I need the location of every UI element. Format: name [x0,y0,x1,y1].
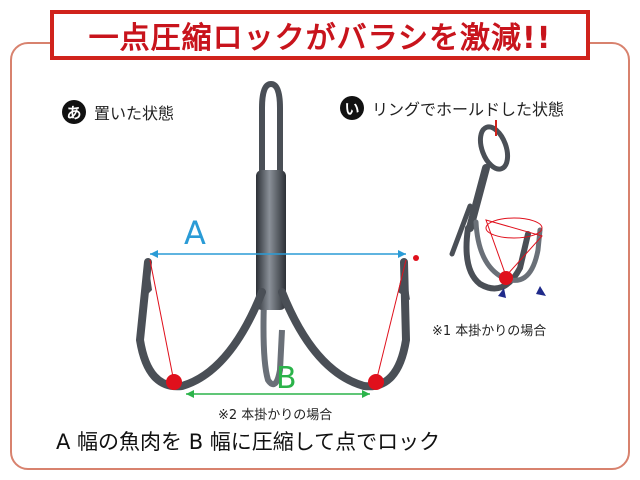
caption-text: A 幅の魚肉を B 幅に圧縮して点でロック [56,430,441,454]
ring-held-hook-illustration [449,120,546,298]
note-double-hook: ※2 本掛かりの場合 [218,408,333,423]
state-a-label: あ 置いた状態 [62,100,174,124]
dimension-a-label: A [184,214,206,252]
contact-point-right [368,374,384,390]
title-text: 一点圧縮ロックがバラシを激減!! [88,21,552,56]
compression-line-right [375,259,407,383]
state-b-label: い リングでホールドした状態 [340,96,564,120]
state-a-badge: あ [62,100,86,124]
state-b-text: リングでホールドした状態 [372,100,565,119]
note-single-hook: ※1 本掛かりの場合 [432,324,547,339]
dimension-b-label: B [276,361,297,396]
compression-line-left [149,259,175,383]
dimension-a-marker [150,250,406,258]
title-banner: 一点圧縮ロックがバラシを激減!! [50,10,590,60]
contact-point-left [166,374,182,390]
hook-point-marker [413,255,419,261]
state-a-text: 置いた状態 [94,104,175,123]
dimension-b-marker [186,390,370,398]
state-b-badge: い [340,96,364,120]
treble-hook-illustration [135,80,411,391]
